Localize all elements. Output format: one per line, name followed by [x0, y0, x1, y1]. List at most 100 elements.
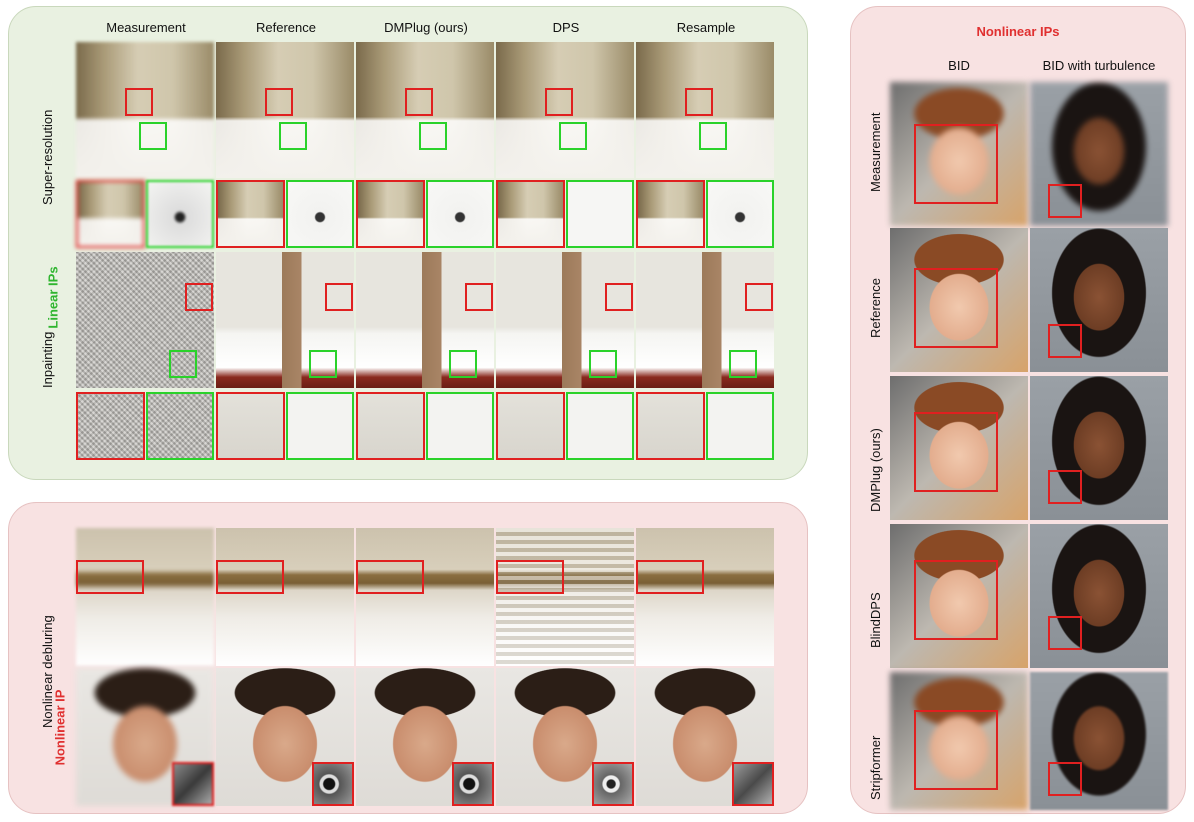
bid-turb-dmplug-image [1030, 376, 1168, 520]
bid-row-label-blinddps: BlindDPS [868, 592, 883, 648]
deblur-face-reference-crop [312, 762, 354, 806]
sr-reference-green-box [279, 122, 307, 150]
bid-turb-stripformer-image [1030, 672, 1168, 810]
deblur-hotel-reference-image [216, 528, 354, 666]
sr-dmplug-crop-red [356, 180, 425, 248]
bid-turb-reference-red-box [1048, 324, 1082, 358]
nonlinear-ips-label: Nonlinear IPs [976, 24, 1060, 39]
bid-turb-stripformer-red-box [1048, 762, 1082, 796]
bid-row-label-dmplug: DMPlug (ours) [868, 428, 883, 512]
linear-ips-label: Linear IPs [45, 266, 61, 329]
inp-measurement-green-box [169, 350, 197, 378]
bid-reference-red-box [914, 268, 998, 348]
deblur-hotel-dps-image [496, 528, 634, 666]
bid-dmplug-image [890, 376, 1028, 520]
inp-resample-image [636, 252, 774, 388]
inp-dps-crop-green [566, 392, 634, 460]
sr-measurement-image [76, 42, 214, 178]
deblur-hotel-measurement-image [76, 528, 214, 666]
sr-measurement-crop-green [146, 180, 214, 248]
sr-dmplug-red-box [405, 88, 433, 116]
inp-resample-green-box [729, 350, 757, 378]
bid-turb-measurement-image [1030, 82, 1168, 226]
col-header-resample: Resample [676, 20, 736, 35]
bid-row-label-measurement: Measurement [868, 112, 883, 192]
sr-resample-green-box [699, 122, 727, 150]
inp-resample-red-box [745, 283, 773, 311]
sr-dmplug-crop-green [426, 180, 494, 248]
inp-dps-crop-red [496, 392, 565, 460]
sr-resample-crop-green [706, 180, 774, 248]
deblur-hotel-dmplug-red-box [356, 560, 424, 594]
deblur-face-resample-crop [732, 762, 774, 806]
sr-measurement-green-box [139, 122, 167, 150]
sr-reference-image [216, 42, 354, 178]
bid-blinddps-image [890, 524, 1028, 668]
col-header-dmplug: DMPlug (ours) [384, 20, 468, 35]
inp-dmplug-crop-red [356, 392, 425, 460]
inp-dps-green-box [589, 350, 617, 378]
sr-resample-image [636, 42, 774, 178]
bid-dmplug-red-box [914, 412, 998, 492]
sr-dmplug-image [356, 42, 494, 178]
deblur-hotel-dps-red-box [496, 560, 564, 594]
bid-measurement-red-box [914, 124, 998, 204]
inp-dps-red-box [605, 283, 633, 311]
deblur-hotel-resample-red-box [636, 560, 704, 594]
deblur-hotel-measurement-red-box [76, 560, 144, 594]
bid-stripformer-red-box [914, 710, 998, 790]
inp-reference-crop-red [216, 392, 285, 460]
col-header-bid-turbulence: BID with turbulence [1042, 58, 1156, 73]
bid-reference-image [890, 228, 1028, 372]
inp-reference-image [216, 252, 354, 388]
bid-row-label-stripformer: Stripformer [868, 735, 883, 800]
bid-turb-reference-image [1030, 228, 1168, 372]
inp-resample-crop-red [636, 392, 705, 460]
deblur-hotel-dmplug-image [356, 528, 494, 666]
sr-resample-crop-red [636, 180, 705, 248]
inp-reference-green-box [309, 350, 337, 378]
inp-measurement-red-box [185, 283, 213, 311]
sr-dps-red-box [545, 88, 573, 116]
inp-dmplug-image [356, 252, 494, 388]
bid-turb-blinddps-image [1030, 524, 1168, 668]
inp-measurement-crop-green [146, 392, 214, 460]
col-header-dps: DPS [552, 20, 580, 35]
sr-dps-image [496, 42, 634, 178]
row-label-nonlinear-debluring: Nonlinear debluring [40, 615, 55, 728]
row-label-super-resolution: Super-resolution [40, 109, 55, 205]
inp-dmplug-red-box [465, 283, 493, 311]
col-header-reference: Reference [256, 20, 316, 35]
col-header-bid: BID [948, 58, 970, 73]
sr-reference-crop-green [286, 180, 354, 248]
deblur-hotel-resample-image [636, 528, 774, 666]
bid-stripformer-image [890, 672, 1028, 810]
sr-dps-green-box [559, 122, 587, 150]
sr-reference-crop-red [216, 180, 285, 248]
inp-resample-crop-green [706, 392, 774, 460]
row-label-inpainting: Inpainting [40, 331, 55, 388]
sr-measurement-red-box [125, 88, 153, 116]
sr-reference-red-box [265, 88, 293, 116]
col-header-measurement: Measurement [106, 20, 186, 35]
inp-measurement-image [76, 252, 214, 388]
sr-dps-crop-red [496, 180, 565, 248]
deblur-face-measurement-crop [172, 762, 214, 806]
sr-dmplug-green-box [419, 122, 447, 150]
deblur-face-dps-crop [592, 762, 634, 806]
bid-turb-blinddps-red-box [1048, 616, 1082, 650]
sr-dps-crop-green [566, 180, 634, 248]
inp-reference-red-box [325, 283, 353, 311]
inp-dmplug-green-box [449, 350, 477, 378]
sr-measurement-crop-red [76, 180, 145, 248]
bid-row-label-reference: Reference [868, 278, 883, 338]
inp-measurement-crop-red [76, 392, 145, 460]
inp-reference-crop-green [286, 392, 354, 460]
bid-blinddps-red-box [914, 560, 998, 640]
inp-dps-image [496, 252, 634, 388]
sr-resample-red-box [685, 88, 713, 116]
inp-dmplug-crop-green [426, 392, 494, 460]
deblur-hotel-reference-red-box [216, 560, 284, 594]
deblur-face-dmplug-crop [452, 762, 494, 806]
bid-turb-dmplug-red-box [1048, 470, 1082, 504]
